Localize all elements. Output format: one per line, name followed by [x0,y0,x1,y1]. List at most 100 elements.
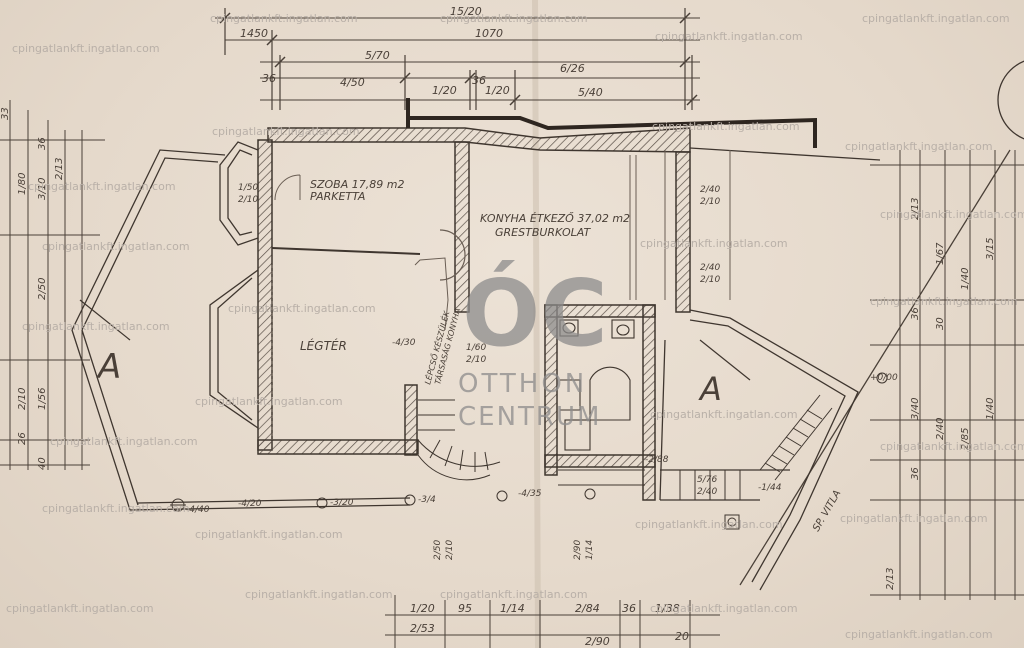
dim-right-3: 30 [935,317,946,330]
watermark-26: cpingatlankft.ingatlan.com [440,588,588,601]
dim-left-8: 26 [17,432,28,445]
small-label-s8: 2/10 [466,355,486,365]
watermark-18: cpingatlankft.ingatlan.com [50,435,198,448]
watermark-21: cpingatlankft.ingatlan.com [195,528,343,541]
straight-stair-right [679,394,833,500]
spiral-stair [417,399,501,481]
bay-window-left [209,141,259,429]
dim-overall: 15/20 [450,5,482,18]
dim-right-8: 1/40 [985,398,996,420]
small-label-s10: 2/10 [445,540,455,560]
small-label-s4: 2/10 [700,197,720,207]
dim-top-d4: 6/26 [560,62,585,75]
dim-left-6: 1/56 [37,388,48,410]
watermark-8: cpingatlankft.ingatlan.com [652,120,800,133]
dim-left-0: 33 [0,107,11,120]
bottom-dimension-lines [385,595,720,648]
small-label-s2: 2/10 [238,195,258,205]
dim-bottom-b8: 2/90 [585,635,610,648]
dim-right-7: 2/85 [960,428,971,450]
interior-lines [271,150,731,440]
dim-top-d5: 4/50 [340,76,365,89]
level-mark-6: -1/44 [758,483,782,493]
watermark-13: cpingatlankft.ingatlan.com [22,320,170,333]
dim-bottom-b5: 36 [622,602,636,615]
paper-fold [532,0,541,648]
bathroom-fixtures [558,319,645,486]
room-konyha-name: KONYHA ÉTKEZŐ 37,02 m2 [480,211,630,225]
dim-left-2: 2/13 [54,158,65,180]
watermark-2: cpingatlankft.ingatlan.com [210,12,358,25]
dim-left-9: 40 [37,457,48,470]
room-szoba-name: SZOBA 17,89 m2 [310,178,404,191]
dim-bottom-b4: 2/84 [575,602,600,615]
dim-bottom-b2: 95 [458,602,472,615]
level-mark-0: -4/40 [186,505,210,515]
room-szoba-floor: PARKETTA [310,190,365,203]
level-mark-2: -3/20 [330,498,354,508]
dim-right-4: 1/40 [960,268,971,290]
left-dimension-lines [0,100,105,470]
dim-top-d2: 1070 [475,27,503,40]
watermark-14: cpingatlankft.ingatlan.com [228,302,376,315]
watermark-16: cpingatlankft.ingatlan.com [195,395,343,408]
small-label-s5: 2/40 [700,263,720,273]
otthon-centrum-logo: ÓC OTTHON CENTRUM [458,258,608,432]
dim-top-d8: 1/20 [485,84,510,97]
watermark-22: cpingatlankft.ingatlan.com [635,518,783,531]
dim-bottom-b9: 20 [675,630,689,643]
terrace-right-outline [659,147,881,591]
dim-top-d6: 5/40 [578,86,603,99]
terrace-label: SP. VITLA [811,488,843,533]
level-mark-8: -4/30 [392,338,416,348]
watermark-23: cpingatlankft.ingatlan.com [840,512,988,525]
small-label-s1: 1/50 [238,183,258,193]
dim-right-5: 2/40 [935,418,946,440]
small-label-s3: 2/40 [700,185,720,195]
watermark-6: cpingatlankft.ingatlan.com [28,180,176,193]
dim-left-3: 3/10 [37,178,48,200]
watermark-11: cpingatlankft.ingatlan.com [640,237,788,250]
watermark-10: cpingatlankft.ingatlan.com [42,240,190,253]
exterior-walls [257,98,817,501]
section-marker-right: A [698,339,751,408]
watermark-1: cpingatlankft.ingatlan.com [12,42,160,55]
small-label-s6: 2/10 [700,275,720,285]
dim-bottom-b7: 2/53 [410,622,435,635]
dim-top-d9: 36 [262,72,276,85]
watermark-17: cpingatlankft.ingatlan.com [650,408,798,421]
level-mark-7: +0/00 [870,373,898,383]
watermark-5: cpingatlankft.ingatlan.com [862,12,1010,25]
dim-left-7: 2/10 [17,388,28,410]
watermark-27: cpingatlankft.ingatlan.com [650,602,798,615]
room-legter: LÉGTÉR [300,338,347,353]
dim-top-d10: 36 [472,74,486,87]
watermark-3: cpingatlankft.ingatlan.com [440,12,588,25]
level-symbols [170,372,888,530]
small-label-s12: 1/14 [585,540,595,560]
logo-line1: OTTHON [458,369,587,399]
watermark-19: cpingatlankft.ingatlan.com [880,440,1024,453]
watermark-25: cpingatlankft.ingatlan.com [6,602,154,615]
dim-right-1: 1/67 [935,242,946,265]
dim-left-5: 2/50 [37,278,48,300]
small-label-s9: 2/50 [433,540,443,560]
dim-right-9: 3/40 [910,398,921,420]
dim-right-11: 3/15 [985,238,996,260]
watermark-24: cpingatlankft.ingatlan.com [245,588,393,601]
dim-right-10: 2/13 [885,568,896,590]
watermark-7: cpingatlankft.ingatlan.com [212,125,360,138]
dim-top-d7: 1/20 [432,84,457,97]
dim-right-0: 2/13 [910,198,921,220]
logo-monogram: ÓC [462,258,608,367]
watermark-20: cpingatlankft.ingatlan.com [42,502,190,515]
dim-bottom-b3: 1/14 [500,602,525,615]
watermark-15: cpingatlankft.ingatlan.com [870,295,1018,308]
dim-top-d1: 1450 [240,27,268,40]
room-konyha-floor: GRESTBURKOLAT [495,226,591,239]
right-dimension-lines [739,149,1024,600]
section-mark-right-label: A [698,370,722,408]
top-dimension-lines [215,8,700,110]
dim-left-1: 36 [37,137,48,150]
level-mark-1: -4/20 [238,499,262,509]
